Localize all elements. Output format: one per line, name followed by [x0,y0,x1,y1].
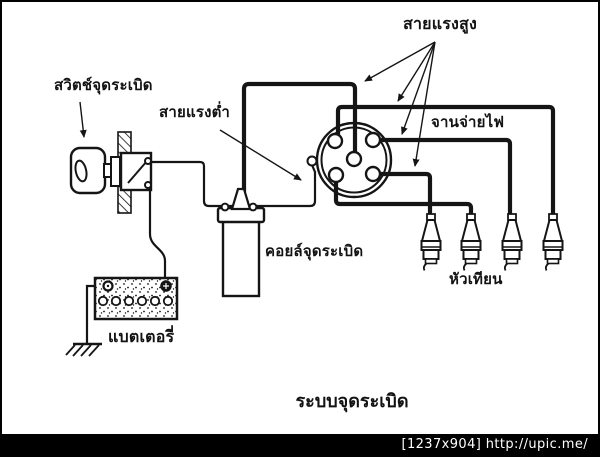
ignition-diagram-linework [65,41,564,357]
battery-terminal-dot [106,284,110,288]
key-hole [74,159,88,183]
spark-plug-3 [501,213,523,272]
label-spark-plugs: หัวเทียน [449,270,503,288]
spark-plugs [420,213,564,272]
switch-terminal-top [144,157,152,165]
label-ignition-switch: สวิตช์จุดระเบิด [54,76,153,94]
distributor-center-terminal [345,150,363,168]
ground-hatch [65,344,100,357]
wire-coil-to-distributor [241,81,358,192]
label-battery: แบตเตอรี่ [108,327,175,346]
switch-lever [127,160,148,184]
label-high-voltage-wires: สายแรงสูง [403,14,478,33]
high-voltage-wires [241,81,556,214]
wire-plug4 [335,104,556,214]
wire-plug2 [333,176,474,214]
ignition-coil [216,187,266,298]
ignition-switch-assembly [69,131,153,214]
label-ignition-coil: คอยล์จุดระเบิด [265,242,364,260]
wire-switch-to-battery [148,188,167,280]
callout-arrows [79,41,436,181]
watermark-bar: [1237x904] http://upic.me/ [2,434,598,455]
battery-assembly [65,188,179,357]
spark-plug-2 [460,213,482,272]
label-low-voltage-wire: สายแรงต่ำ [159,103,230,121]
low-voltage-wire [151,160,317,208]
battery-plus-mark [163,283,169,289]
arrow-switch-label [79,101,87,138]
coil-body [221,219,261,298]
label-distributor: จานจ่ายไฟ [431,113,505,131]
switch-terminal-bottom [144,181,152,189]
arrow-lv-label [219,129,302,181]
arrow-hv-to-coil-wire [364,41,436,82]
coil-ht-tower [230,187,252,211]
figure-caption: ระบบจุดระเบิด [295,391,409,412]
distributor-terminal-br [364,165,382,183]
distributor-terminal-tr [364,131,382,149]
watermark-text: [1237x904] http://upic.me/ [401,437,588,452]
wire-plug3 [374,137,513,214]
wire-plug1 [373,171,433,214]
spark-plug-1 [420,213,442,272]
spark-plug-4 [542,213,564,272]
distributor-terminal-bl [327,166,345,184]
arrow-hv-to-wire3 [412,41,436,167]
battery-cell-caps [97,295,174,307]
distributor-terminals [306,131,382,184]
key-blade [110,156,121,187]
arrow-hv-to-wire2 [401,41,436,135]
coil-primary-terminal-left [220,202,230,212]
distributor-terminal-tl [326,132,344,150]
coil-primary-terminal-right [248,202,258,212]
arrow-hv-to-wire1 [397,41,436,102]
distributor-side-terminal [306,155,318,167]
